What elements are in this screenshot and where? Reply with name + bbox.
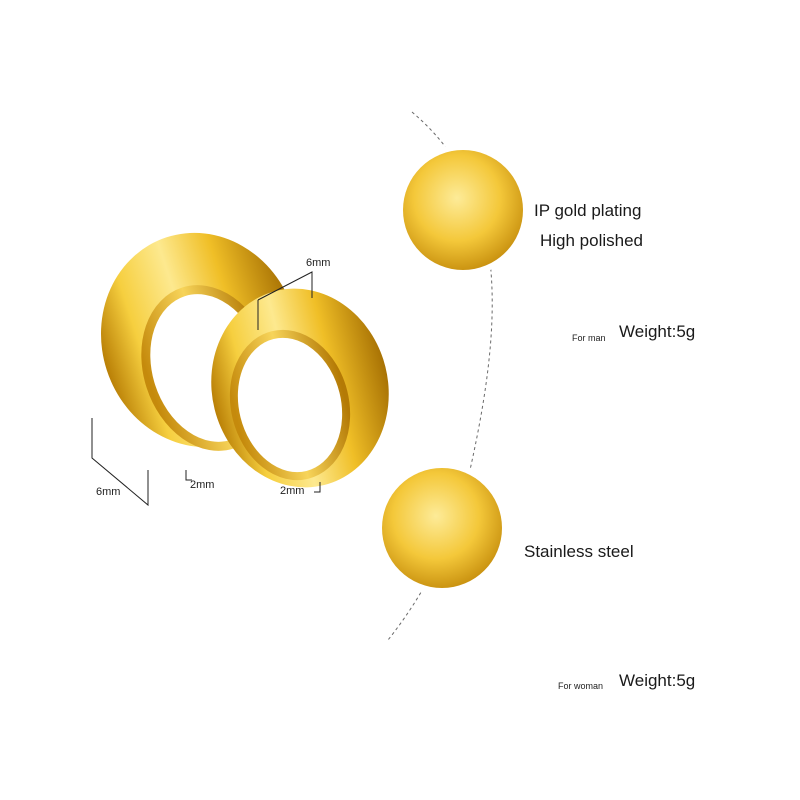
- woman-weight: Weight:5g: [619, 671, 696, 690]
- man-weight: Weight:5g: [619, 322, 696, 341]
- plating-detail-circle: [397, 144, 529, 276]
- man-label: For man: [572, 333, 606, 343]
- large-ring-thickness-label: 2mm: [190, 479, 215, 491]
- material-label: Stainless steel: [524, 542, 634, 561]
- plating-label: IP gold plating: [534, 201, 642, 220]
- steel-detail-circle: [376, 462, 508, 594]
- small-ring-thickness-label: 2mm: [280, 485, 305, 497]
- small-ring: [211, 288, 389, 488]
- small-ring-height-label: 6mm: [306, 257, 331, 269]
- woman-label: For woman: [558, 681, 604, 691]
- polish-label: High polished: [540, 231, 644, 250]
- dimension-lines: [91, 271, 321, 507]
- large-ring-height-label: 6mm: [96, 486, 121, 498]
